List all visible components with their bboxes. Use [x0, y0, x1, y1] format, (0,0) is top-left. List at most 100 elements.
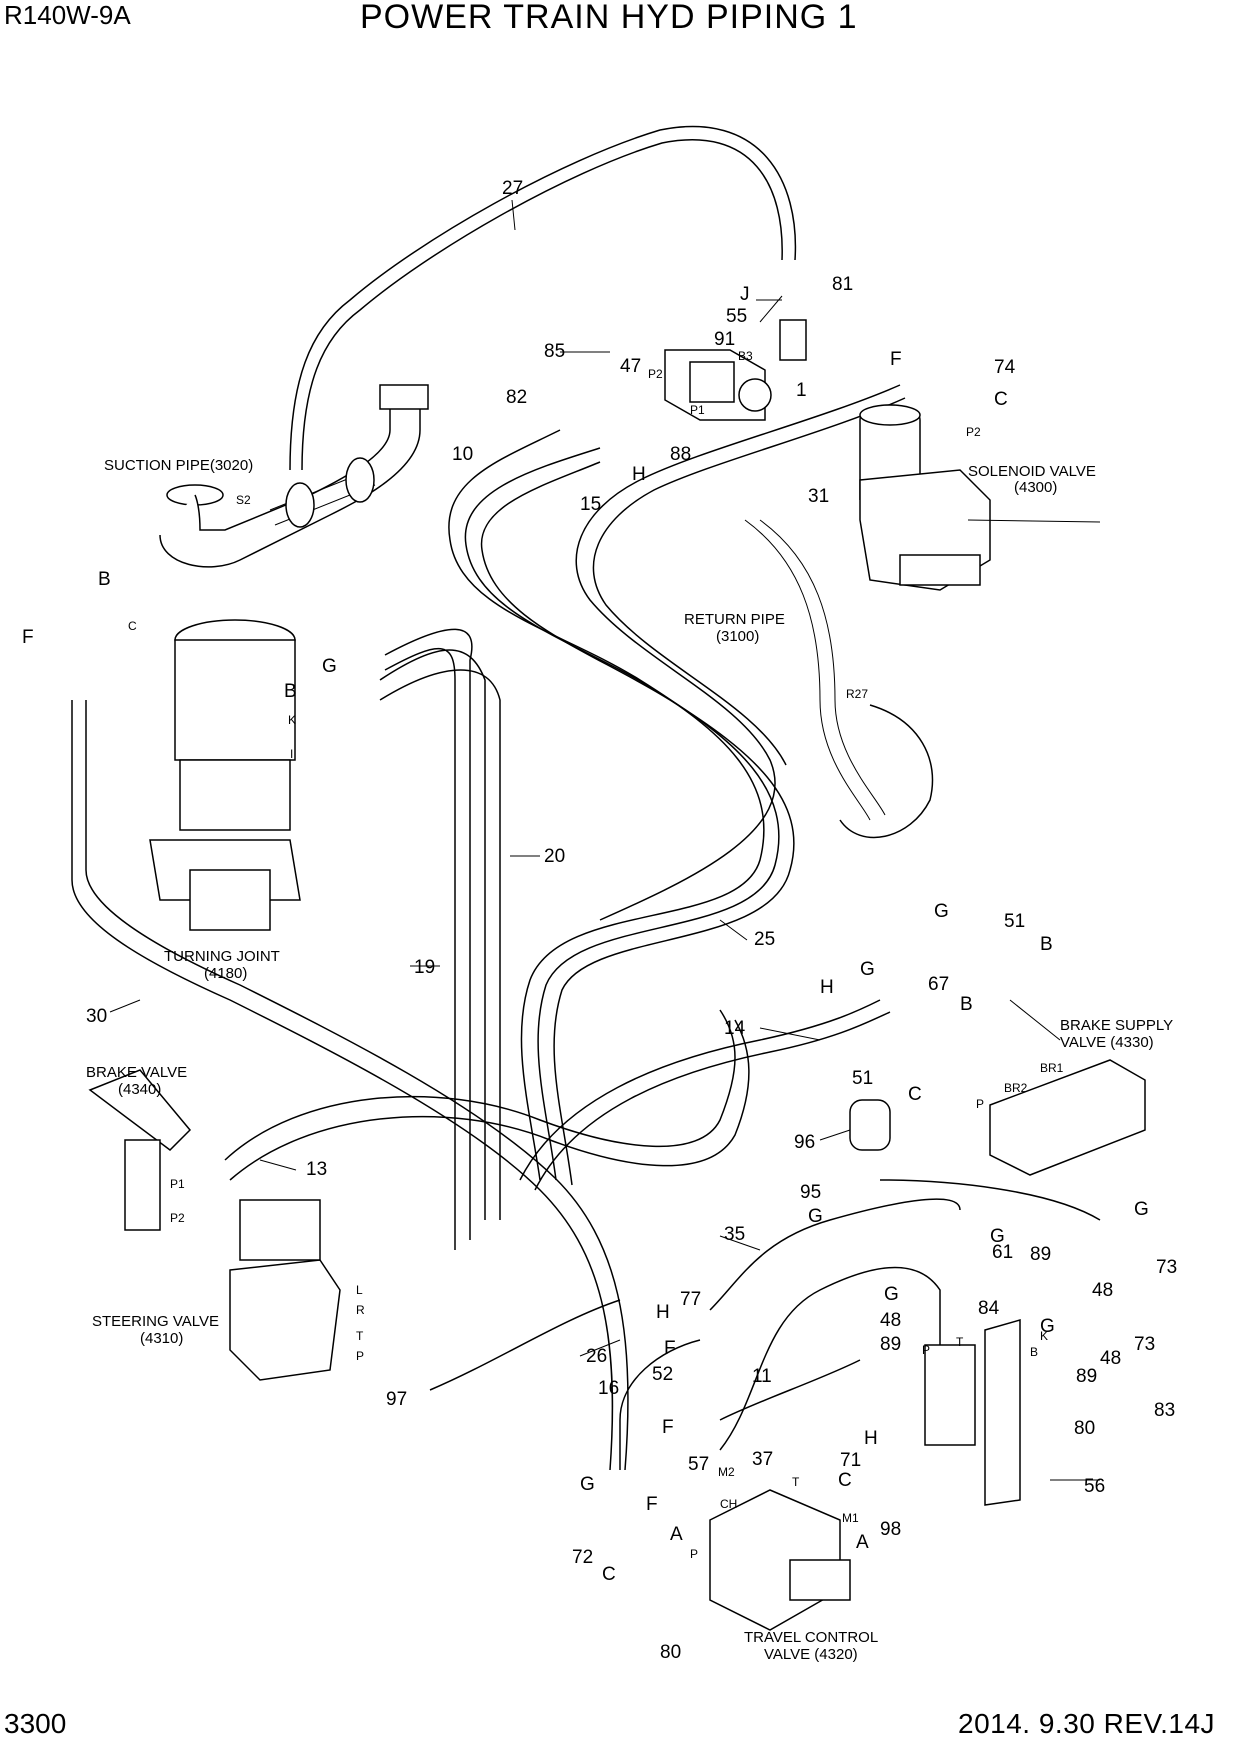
callout-14: 14	[724, 1018, 746, 1039]
callout-84: 84	[978, 1298, 1000, 1319]
callout-a-tcv: A	[670, 1524, 683, 1545]
caption-steering-valve-1: STEERING VALVE	[92, 1313, 219, 1330]
caption-travel-control-1: TRAVEL CONTROL	[744, 1629, 878, 1646]
port-b-block: B	[1030, 1345, 1038, 1359]
port-m1: M1	[842, 1511, 859, 1525]
return-pipe-bundle	[744, 519, 871, 821]
hose-27	[289, 125, 797, 471]
revision-date: 2014. 9.30 REV.14J	[958, 1708, 1216, 1739]
callout-71: 71	[840, 1450, 861, 1471]
callout-89-top: 89	[1030, 1244, 1051, 1265]
callout-89-low: 89	[1076, 1366, 1097, 1387]
return-pipe-bundle-2	[759, 519, 886, 816]
callout-g-51: G	[934, 901, 949, 922]
pipe-31	[575, 384, 901, 921]
callout-72: 72	[572, 1547, 593, 1568]
callout-74: 74	[994, 357, 1016, 378]
callout-48-mid: 48	[880, 1310, 901, 1331]
hose-19	[384, 628, 473, 1240]
callout-11: 11	[752, 1366, 772, 1387]
pipe-15	[464, 447, 780, 1181]
callout-c-96: C	[908, 1084, 922, 1105]
callout-g-tj: G	[322, 656, 337, 677]
callout-51-low: 51	[852, 1068, 873, 1089]
callout-g-67: G	[860, 959, 875, 980]
callout-96: 96	[794, 1132, 815, 1153]
callout-61: 61	[992, 1242, 1013, 1263]
callout-31: 31	[808, 486, 829, 507]
callout-c-74: C	[994, 389, 1008, 410]
caption-brake-valve-2: (4340)	[118, 1081, 161, 1098]
port-t-tcv: T	[792, 1475, 800, 1489]
port-p-tcv: P	[690, 1547, 698, 1561]
port-br1: BR1	[1040, 1061, 1064, 1075]
callout-37: 37	[752, 1449, 773, 1470]
hose-27-inner	[301, 139, 783, 471]
callout-a-98: A	[856, 1532, 869, 1553]
callout-b-top: B	[98, 569, 111, 590]
caption-travel-control-2: VALVE (4320)	[764, 1646, 858, 1663]
hose-14	[519, 999, 881, 1181]
page-number: 3300	[4, 1708, 67, 1739]
port-br2: BR2	[1004, 1081, 1028, 1095]
port-i-tj: I	[290, 747, 293, 761]
callout-13: 13	[306, 1159, 327, 1180]
callout-57: 57	[688, 1454, 709, 1475]
hose-16	[619, 1339, 701, 1470]
port-p1-pump: P1	[690, 403, 705, 417]
callout-10: 10	[452, 444, 473, 465]
callout-98: 98	[880, 1519, 901, 1540]
callout-77: 77	[680, 1289, 701, 1310]
callout-f-57: F	[646, 1494, 658, 1515]
caption-return-pipe-2: (3100)	[716, 628, 759, 645]
callout-c-72: C	[602, 1564, 616, 1585]
port-p2-solenoid: P2	[966, 425, 981, 439]
callout-f-74: F	[890, 349, 902, 370]
callout-51-top: 51	[1004, 911, 1025, 932]
callout-83: 83	[1154, 1400, 1175, 1421]
callout-97: 97	[386, 1389, 407, 1410]
callout-48-top: 48	[1092, 1280, 1113, 1301]
hose-37	[719, 1266, 941, 1451]
callout-g-73-low: G	[1040, 1316, 1055, 1337]
pipe-10	[448, 429, 765, 1181]
callout-95: 95	[800, 1182, 821, 1203]
bracket-56	[984, 1319, 1021, 1506]
callout-67: 67	[928, 974, 949, 995]
valve-block-4	[924, 1344, 976, 1446]
caption-turning-joint-2: (4180)	[204, 965, 247, 982]
callout-b-51: B	[1040, 934, 1053, 955]
hose-13	[224, 1009, 736, 1161]
hose-11	[719, 1359, 861, 1421]
callout-73-top: 73	[1156, 1257, 1177, 1278]
callout-h-71: H	[864, 1428, 878, 1449]
callout-h-pump: H	[632, 464, 646, 485]
hose-13-b	[229, 1019, 750, 1181]
caption-solenoid-valve-2: (4300)	[1014, 479, 1057, 496]
port-t-steer: T	[356, 1329, 364, 1343]
return-hose-r27	[839, 704, 934, 839]
brake-valve	[88, 1069, 192, 1231]
hose-20-b	[379, 669, 501, 1220]
port-s2: S2	[236, 493, 251, 507]
port-l-steer: L	[356, 1283, 363, 1297]
callout-47: 47	[620, 356, 641, 377]
pipe-31-inner	[592, 397, 906, 766]
callout-b-67: B	[960, 994, 973, 1015]
callout-g-61: G	[990, 1226, 1005, 1247]
component-captions: SUCTION PIPE(3020) SOLENOID VALVE (4300)…	[86, 457, 1173, 1663]
callout-h-77: H	[656, 1302, 670, 1323]
travel-control-valve	[709, 1489, 851, 1631]
port-t-block4: T	[956, 1335, 964, 1349]
callout-30: 30	[86, 1006, 107, 1027]
port-k-tj: K	[288, 713, 296, 727]
callout-1: 1	[796, 380, 807, 401]
callout-55: 55	[726, 306, 747, 327]
port-b3: B3	[738, 349, 753, 363]
caption-brake-supply-1: BRAKE SUPPLY	[1060, 1017, 1173, 1034]
port-p2-pump: P2	[648, 367, 663, 381]
caption-brake-supply-2: VALVE (4330)	[1060, 1034, 1154, 1051]
callout-20: 20	[544, 846, 565, 867]
callout-19: 19	[414, 957, 435, 978]
port-p-steer: P	[356, 1349, 364, 1363]
